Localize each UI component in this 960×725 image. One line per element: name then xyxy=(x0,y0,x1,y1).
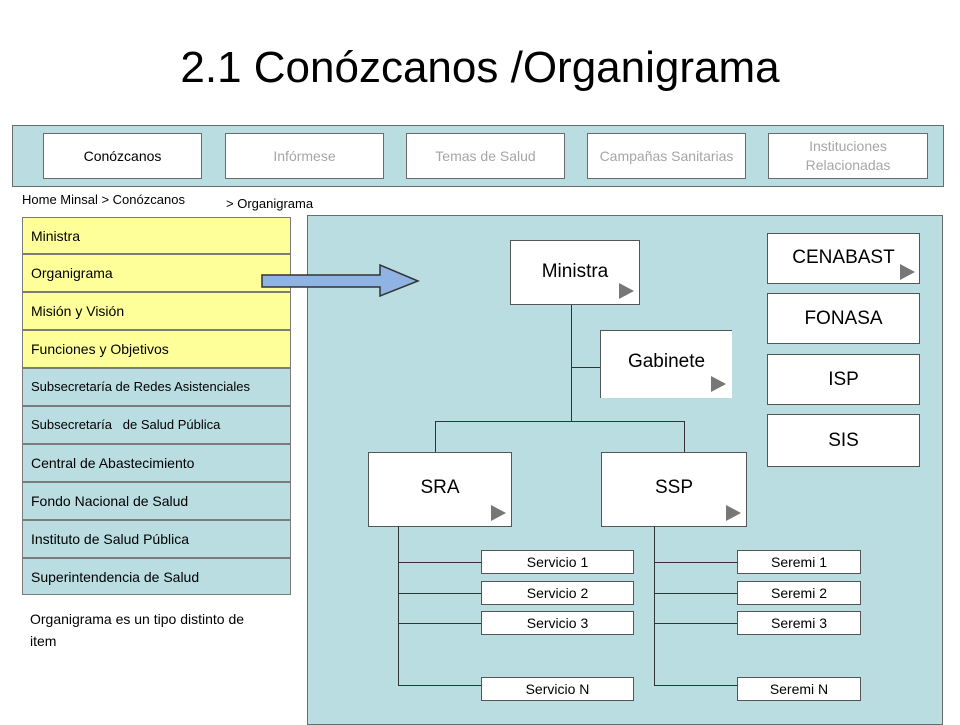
sidebar-item-label: Instituto de Salud Pública xyxy=(31,531,189,547)
org-chart-panel: Ministra Gabinete SRA SSP CENABAST FONAS… xyxy=(307,215,943,725)
sidebar-item-organigrama[interactable]: Organigrama xyxy=(22,254,291,292)
connector-line xyxy=(435,421,685,422)
sidebar-item-label: Misión y Visión xyxy=(31,303,125,319)
connector-line xyxy=(571,367,601,368)
sidebar-item-instituto-salud-publica[interactable]: Instituto de Salud Pública xyxy=(22,520,291,558)
servicio-1-box[interactable]: Servicio 1 xyxy=(481,550,634,574)
cenabast-box[interactable]: CENABAST xyxy=(767,233,920,284)
sidebar-item-label: Central de Abastecimiento xyxy=(31,455,195,471)
nav-instituciones-relacionadas[interactable]: Instituciones Relacionadas xyxy=(768,133,928,179)
connector-line xyxy=(684,421,685,452)
connector-line xyxy=(654,527,655,685)
gabinete-label: Gabinete xyxy=(627,351,706,372)
seremi-1-box[interactable]: Seremi 1 xyxy=(737,550,861,574)
connector-line xyxy=(398,685,481,686)
sidebar-item-fondo-nacional[interactable]: Fondo Nacional de Salud xyxy=(22,482,291,520)
sidebar-item-subsecretaria-salud-publica[interactable]: Subsecretaría de Salud Pública xyxy=(22,406,291,444)
sidebar-item-label: Subsecretaría de Redes Asistenciales xyxy=(31,379,250,394)
servicio-2-box[interactable]: Servicio 2 xyxy=(481,581,634,605)
sidebar-item-ministra[interactable]: Ministra xyxy=(22,217,291,254)
connector-line xyxy=(435,421,436,452)
seremi-3-box[interactable]: Seremi 3 xyxy=(737,611,861,635)
seremi-n-box[interactable]: Seremi N xyxy=(737,677,861,701)
connector-line xyxy=(571,305,572,421)
nav-campanas-sanitarias[interactable]: Campañas Sanitarias xyxy=(587,133,746,179)
sis-box[interactable]: SIS xyxy=(767,414,920,467)
breadcrumb-current: > Organigrama xyxy=(226,196,314,211)
sidebar-item-superintendencia[interactable]: Superintendencia de Salud xyxy=(22,558,291,595)
nav-informese[interactable]: Infórmese xyxy=(225,133,384,179)
play-icon xyxy=(726,505,741,521)
connector-line xyxy=(398,593,481,594)
nav-bar: Conózcanos Infórmese Temas de Salud Camp… xyxy=(12,125,944,187)
gabinete-box[interactable]: Gabinete xyxy=(600,330,732,398)
isp-label: ISP xyxy=(828,369,859,390)
seremi-2-box[interactable]: Seremi 2 xyxy=(737,581,861,605)
connector-line xyxy=(654,593,737,594)
fonasa-box[interactable]: FONASA xyxy=(767,293,920,344)
connector-line xyxy=(398,562,481,563)
sidebar-item-central-abastecimiento[interactable]: Central de Abastecimiento xyxy=(22,444,291,482)
sis-label: SIS xyxy=(828,430,859,451)
right-arrow-icon xyxy=(261,263,420,298)
play-icon xyxy=(619,283,634,299)
page-title: 2.1 Conózcanos /Organigrama xyxy=(180,43,780,92)
servicio-n-box[interactable]: Servicio N xyxy=(481,677,634,701)
connector-line xyxy=(654,623,737,624)
connector-line xyxy=(398,527,399,685)
sidebar-item-funciones-objetivos[interactable]: Funciones y Objetivos xyxy=(22,330,291,368)
play-icon xyxy=(491,505,506,521)
sidebar-item-label: Subsecretaría de Salud Pública xyxy=(31,417,221,432)
sidebar-item-subsecretaria-redes[interactable]: Subsecretaría de Redes Asistenciales xyxy=(22,368,291,406)
play-icon xyxy=(900,264,915,280)
sidebar-item-mision-vision[interactable]: Misión y Visión xyxy=(22,292,291,330)
sra-box[interactable]: SRA xyxy=(368,452,512,527)
play-icon xyxy=(711,376,726,392)
annotation-note: Organigrama es un tipo distinto de item xyxy=(30,611,245,649)
sidebar-item-label: Superintendencia de Salud xyxy=(31,568,200,585)
connector-line xyxy=(398,623,481,624)
sidebar-item-label: Ministra xyxy=(31,227,81,244)
cenabast-label: CENABAST xyxy=(792,247,895,268)
fonasa-label: FONASA xyxy=(804,308,883,329)
nav-conozcanos[interactable]: Conózcanos xyxy=(43,133,202,179)
ssp-box[interactable]: SSP xyxy=(601,452,747,527)
sidebar-item-label: Organigrama xyxy=(31,265,113,281)
ministra-label: Ministra xyxy=(541,261,609,282)
sra-label: SRA xyxy=(420,477,460,498)
isp-box[interactable]: ISP xyxy=(767,354,920,405)
sidebar-item-label: Fondo Nacional de Salud xyxy=(31,493,189,509)
sidebar-item-label: Funciones y Objetivos xyxy=(31,341,169,357)
breadcrumb[interactable]: Home Minsal > Conózcanos xyxy=(22,192,185,207)
ssp-label: SSP xyxy=(654,477,694,498)
servicio-3-box[interactable]: Servicio 3 xyxy=(481,611,634,635)
ministra-box[interactable]: Ministra xyxy=(510,240,640,305)
connector-line xyxy=(654,562,737,563)
connector-line xyxy=(654,685,737,686)
nav-temas-de-salud[interactable]: Temas de Salud xyxy=(406,133,565,179)
